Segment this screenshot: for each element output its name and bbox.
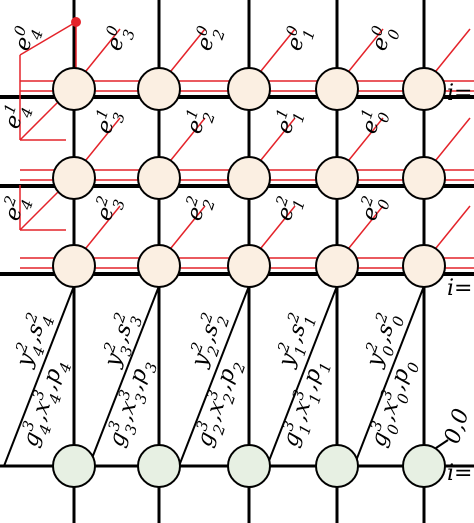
red-diagonal	[260, 117, 296, 161]
label-gxp-text: g30,x30,p0	[362, 355, 423, 452]
red-diagonal	[170, 205, 206, 249]
processing-node	[315, 67, 359, 111]
label-e0: e01	[278, 22, 319, 56]
processing-node	[52, 67, 96, 111]
label-e0-text: e04	[6, 22, 47, 56]
label-e2: e21	[268, 192, 309, 226]
red-diagonal	[348, 117, 384, 161]
output-node	[137, 444, 181, 488]
processing-node	[137, 156, 181, 200]
label-gxp: g31,x31,p1	[274, 355, 335, 452]
processing-node	[52, 244, 96, 288]
red-diagonal	[435, 117, 471, 161]
label-e2: e22	[178, 192, 219, 226]
label-e1-text: e12	[178, 105, 219, 139]
label-e0-text: e02	[188, 22, 229, 56]
label-e2: e23	[88, 192, 129, 226]
red-diagonal	[170, 28, 206, 72]
processing-node	[315, 156, 359, 200]
processing-node	[402, 244, 446, 288]
label-ys-text: y22,s22	[183, 309, 234, 373]
red-diagonal	[170, 117, 206, 161]
label-gxp: g34,x34,p4	[14, 355, 75, 452]
label-ys: y21,s21	[270, 309, 321, 373]
red-diagonal	[260, 28, 296, 72]
processing-node	[227, 244, 271, 288]
label-e0: e03	[98, 22, 139, 56]
red-wire	[19, 21, 77, 56]
processing-node	[402, 67, 446, 111]
label-e2-text: e24	[0, 192, 37, 226]
label-gxp: g32,x32,p2	[188, 355, 249, 452]
red-diagonal	[348, 28, 384, 72]
label-gxp: g30,x30,p0	[362, 355, 424, 452]
output-node	[52, 444, 96, 488]
label-e0-text: e03	[98, 22, 139, 56]
label-corner: 0,0	[440, 406, 474, 447]
diagonal-line	[3, 285, 75, 467]
label-ys: y20,s20	[358, 308, 409, 372]
node-layer	[52, 67, 446, 488]
processing-node	[315, 244, 359, 288]
diagonal-line	[353, 285, 425, 467]
label-ys: y22,s22	[183, 309, 234, 373]
label-e0: e00	[363, 22, 404, 56]
output-stub	[435, 439, 449, 449]
output-node	[315, 444, 359, 488]
label-ys-text: y21,s21	[270, 309, 321, 373]
label-ys: y24,s24	[8, 309, 59, 373]
label-e2-text: e23	[88, 192, 129, 226]
red-diagonal	[85, 205, 121, 249]
diagonal-line	[178, 285, 250, 467]
label-e0: e04	[6, 22, 47, 56]
label-gxp-text: g31,x31,p1	[274, 355, 335, 452]
red-diagonal	[85, 117, 121, 161]
red-diagonal	[348, 205, 384, 249]
label-e1-text: e11	[268, 105, 309, 139]
diagonal-line	[266, 285, 338, 467]
red-diagonal	[260, 205, 296, 249]
label-corner-text: 0,0	[440, 406, 474, 447]
red-diagonal	[19, 189, 61, 231]
label-e0: e02	[188, 22, 229, 56]
label-gxp-text: g32,x32,p2	[188, 355, 249, 452]
processing-node	[227, 156, 271, 200]
processing-node	[227, 67, 271, 111]
label-e2: e24	[0, 192, 37, 226]
label-e1-text: e10	[353, 105, 394, 139]
label-e2-text: e20	[353, 192, 394, 226]
label-gxp-text: g34,x34,p4	[14, 355, 75, 452]
label-gxp: g33,x33,p3	[100, 355, 161, 452]
label-ys-text: y24,s24	[8, 309, 59, 373]
label-e1: e12	[178, 105, 219, 139]
label-e0-text: e00	[363, 22, 404, 56]
red-diagonal	[435, 28, 471, 72]
label-ys-text: y20,s20	[358, 308, 409, 372]
processing-node	[402, 156, 446, 200]
label-e0-text: e01	[278, 22, 319, 56]
label-gxp-text: g33,x33,p3	[100, 355, 161, 452]
processing-node	[52, 156, 96, 200]
label-e1: e10	[353, 105, 394, 139]
red-diagonal	[19, 99, 61, 141]
processing-node	[137, 67, 181, 111]
red-dot	[71, 17, 81, 27]
label-e1: e11	[268, 105, 309, 139]
label-e1: e13	[88, 105, 129, 139]
output-node	[227, 444, 271, 488]
red-diagonal	[85, 28, 121, 72]
label-e1-text: e13	[88, 105, 129, 139]
label-i: i=	[447, 461, 472, 486]
label-e2: e20	[353, 192, 394, 226]
label-i: i=	[447, 276, 472, 301]
diagonal-line	[88, 285, 160, 467]
red-diagonal	[435, 205, 471, 249]
output-node	[402, 444, 446, 488]
label-i: i=	[447, 81, 472, 106]
label-e2-text: e21	[268, 192, 309, 226]
processing-node	[137, 244, 181, 288]
label-e2-text: e22	[178, 192, 219, 226]
